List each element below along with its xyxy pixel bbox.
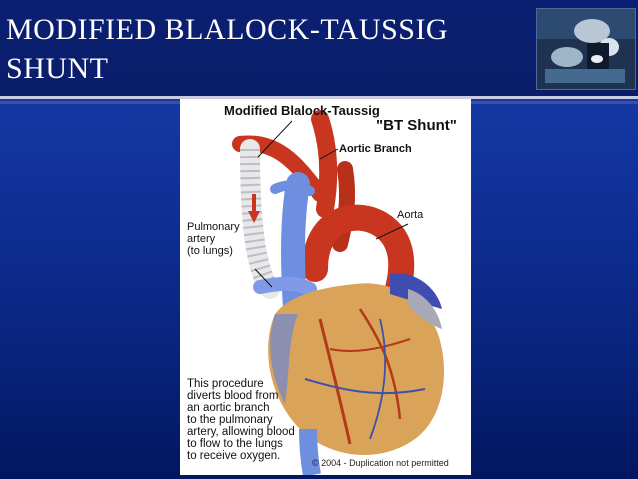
pulmonary-line: (to lungs)	[187, 245, 233, 257]
description-line: artery, allowing blood	[187, 426, 295, 438]
aortic-branch-label: Aortic Branch	[339, 143, 412, 155]
bt-shunt-label: "BT Shunt"	[376, 117, 457, 134]
title-line-2: SHUNT	[6, 52, 109, 85]
title-bar: MODIFIED BLALOCK-TAUSSIG SHUNT	[0, 0, 638, 104]
surgeons-photo-icon	[536, 8, 636, 90]
slide-title: MODIFIED BLALOCK-TAUSSIG SHUNT	[6, 10, 506, 88]
heart-illustration: Modified Blalock-Taussig "BT Shunt" Aort…	[180, 99, 471, 475]
description-line: an aortic branch	[187, 402, 270, 414]
aorta-label: Aorta	[397, 209, 424, 221]
copyright-notice: © 2004 - Duplication not permitted	[312, 458, 449, 468]
description-line: to the pulmonary	[187, 414, 273, 426]
title-line-1: MODIFIED BLALOCK-TAUSSIG	[6, 13, 449, 46]
figure-title: Modified Blalock-Taussig	[224, 103, 380, 118]
pulmonary-line: Pulmonary	[187, 221, 240, 233]
heart-diagram-icon	[232, 110, 445, 475]
description-line: to flow to the lungs	[187, 438, 283, 450]
description-line: to receive oxygen.	[187, 450, 281, 462]
description-line: This procedure	[187, 378, 264, 390]
pulmonary-artery-label: Pulmonary artery (to lungs)	[187, 221, 272, 257]
procedure-description: This procedure diverts blood from an aor…	[187, 378, 337, 462]
pulmonary-line: artery	[187, 233, 216, 245]
description-line: diverts blood from	[187, 390, 279, 402]
